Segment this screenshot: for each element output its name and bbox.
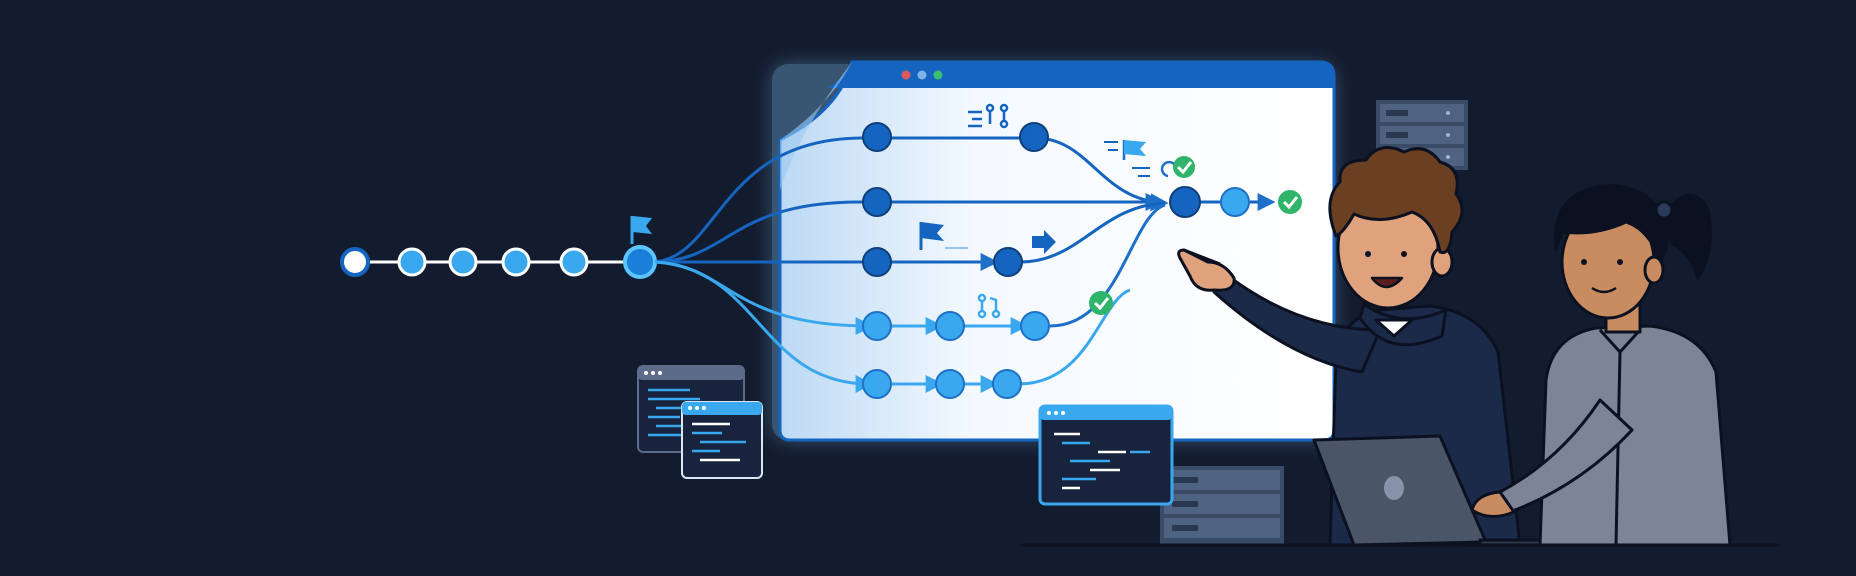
- main-branch: [340, 216, 657, 279]
- window-min-dot: [917, 70, 927, 80]
- browser-window: [772, 60, 1336, 442]
- code-window-icon: [681, 401, 763, 479]
- pull-request-icon: [977, 293, 1001, 319]
- commit-node: [559, 247, 589, 277]
- commit-node: [340, 247, 370, 277]
- flag-icon: [1104, 140, 1150, 177]
- commit-node: [448, 247, 478, 277]
- check-icon: [1173, 156, 1195, 178]
- code-window-icon: [1038, 404, 1174, 506]
- developer-typing: [1470, 184, 1732, 547]
- commit-node: [397, 247, 427, 277]
- check-icon: [1278, 190, 1302, 214]
- commit-node: [501, 247, 531, 277]
- branch-lines: [654, 136, 1276, 393]
- window-max-dot: [933, 70, 943, 80]
- server-icon: [1160, 466, 1284, 544]
- arrow-icon: [1032, 230, 1056, 254]
- branch-nodes: [862, 122, 1250, 399]
- merge-icon: [968, 103, 1009, 129]
- window-close-dot: [901, 70, 911, 80]
- flag-icon: [630, 216, 652, 244]
- flag-icon: [919, 222, 968, 250]
- window-title-bar: [828, 62, 1334, 88]
- check-icon: [1089, 291, 1113, 315]
- branch-point-node: [623, 245, 657, 279]
- merge-node: [1169, 186, 1201, 218]
